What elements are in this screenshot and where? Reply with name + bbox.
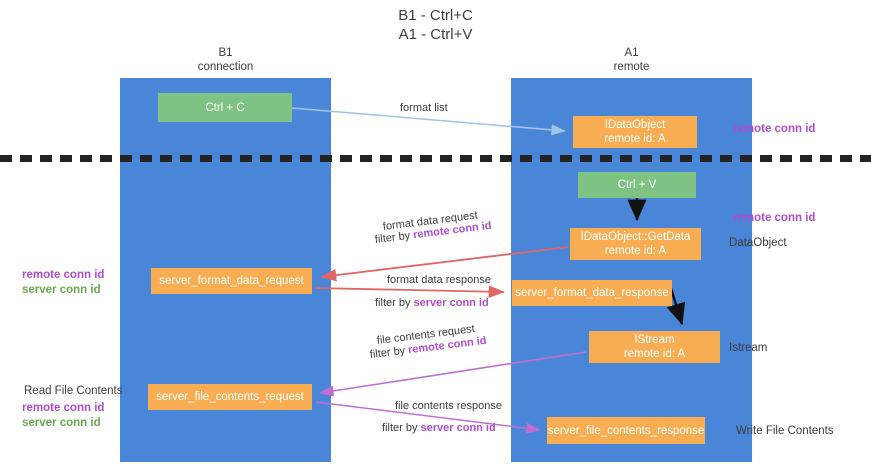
filter-key-server-conn-id: server conn id <box>413 297 489 309</box>
node-getdata-label: IDataObject::GetData <box>580 231 691 243</box>
side-label-dataobject-text: DataObject <box>729 237 787 249</box>
side-label-write-file-contents-text: Write File Contents <box>736 425 834 437</box>
edge-label-format-list-text: format list <box>400 102 448 114</box>
side-label-conn-ids-lower: remote conn id server conn id <box>22 401 104 431</box>
side-label-server-conn-id-left-2: server conn id <box>22 417 101 429</box>
filter-prefix: filter by <box>375 297 414 309</box>
node-getdata-sublabel: remote id: A <box>604 245 667 257</box>
node-server-file-contents-request[interactable]: server_file_contents_request <box>148 384 312 410</box>
title-line-2: A1 - Ctrl+V <box>398 26 473 43</box>
side-label-read-file-contents-text: Read File Contents <box>24 385 123 397</box>
node-ctrl-c[interactable]: Ctrl + C <box>158 93 292 122</box>
side-label-remote-conn-id-mid-text: remote conn id <box>733 212 816 224</box>
node-istream[interactable]: IStream remote id: A <box>589 331 720 363</box>
filter-prefix: filter by <box>369 344 409 361</box>
side-label-remote-conn-id-left-2: remote conn id <box>22 402 105 414</box>
column-header-b1: B1 connection <box>120 46 331 74</box>
edge-label-format-list: format list <box>400 101 448 116</box>
side-label-istream: Istream <box>729 341 767 356</box>
node-istream-sublabel: remote id: A <box>623 348 686 360</box>
side-label-remote-conn-id-left: remote conn id <box>22 269 105 281</box>
node-idataobject-label: IDataObject <box>604 119 666 131</box>
column-header-a1-role: remote <box>613 61 650 73</box>
side-label-dataobject: DataObject <box>729 236 787 251</box>
side-label-read-file-contents: Read File Contents <box>24 384 122 399</box>
node-idataobject-getdata[interactable]: IDataObject::GetData remote id: A <box>570 228 701 260</box>
section-divider <box>0 155 871 162</box>
node-sfcreq-label: server_file_contents_request <box>156 391 304 403</box>
side-label-istream-text: Istream <box>729 342 768 354</box>
title-line-1: B1 - Ctrl+C <box>398 7 473 24</box>
edge-label-file-contents-response: file contents response <box>395 399 502 414</box>
edge-label-file-contents-response-text: file contents response <box>395 400 503 412</box>
side-label-remote-conn-id-top: remote conn id <box>733 122 815 137</box>
node-ctrl-v[interactable]: Ctrl + V <box>578 172 696 198</box>
node-ctrl-c-label: Ctrl + C <box>205 101 245 114</box>
filter-prefix: filter by <box>374 229 414 246</box>
node-sfdresp-label: server_format_data_response <box>515 287 669 299</box>
edge-label-format-data-response-filter: filter by server conn id <box>375 296 489 311</box>
edge-label-format-data-response-text: format data response <box>387 274 491 286</box>
node-sfcresp-label: server_file_contents_response <box>547 424 705 437</box>
node-server-file-contents-response[interactable]: server_file_contents_response <box>547 417 705 444</box>
edge-label-format-data-response: format data response <box>387 273 491 288</box>
side-label-conn-ids-upper: remote conn id server conn id <box>22 268 104 298</box>
side-label-remote-conn-id-mid: remote conn id <box>733 211 815 226</box>
filter-prefix: filter by <box>382 422 421 434</box>
node-idataobject-sublabel: remote id: A <box>604 133 666 145</box>
node-sfdreq-label: server_format_data_request <box>159 275 304 287</box>
side-label-write-file-contents: Write File Contents <box>736 424 834 439</box>
side-label-server-conn-id-left: server conn id <box>22 284 101 296</box>
column-header-a1-name: A1 <box>624 47 639 59</box>
node-server-format-data-request[interactable]: server_format_data_request <box>151 268 312 294</box>
column-header-b1-name: B1 <box>218 47 233 59</box>
arrow-format-data-response <box>314 285 505 298</box>
filter-key-server-conn-id: server conn id <box>420 422 496 434</box>
column-header-a1: A1 remote <box>511 46 752 74</box>
diagram-title: B1 - Ctrl+C A1 - Ctrl+V <box>0 6 871 44</box>
side-label-remote-conn-id-top-text: remote conn id <box>733 123 816 135</box>
node-idataobject[interactable]: IDataObject remote id: A <box>573 116 697 148</box>
column-header-b1-role: connection <box>197 61 254 73</box>
node-server-format-data-response[interactable]: server_format_data_response <box>512 280 672 306</box>
node-ctrl-v-label: Ctrl + V <box>617 179 657 191</box>
edge-label-file-contents-response-filter: filter by server conn id <box>382 421 496 436</box>
node-istream-label: IStream <box>634 334 675 346</box>
